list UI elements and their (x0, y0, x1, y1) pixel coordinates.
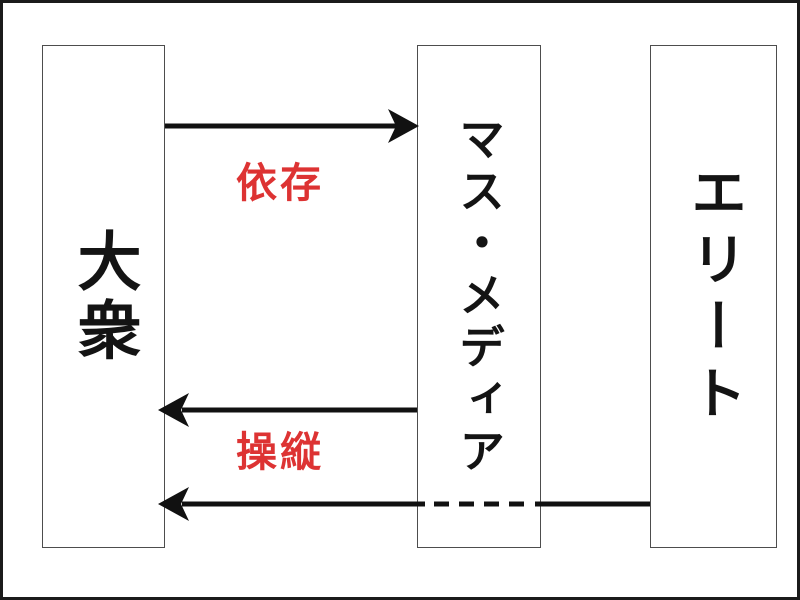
arrow-dependence (165, 109, 419, 143)
box-elite-label: エリート (681, 162, 747, 431)
box-mass-media: マス・メディア (417, 45, 541, 548)
label-manipulation: 操縦 (236, 428, 324, 476)
box-masses: 大衆 (42, 45, 165, 548)
box-masses-label: 大衆 (66, 227, 141, 366)
arrowhead-left-icon (158, 393, 189, 427)
arrow-elite-to-masses (158, 487, 650, 521)
arrowhead-left-icon (158, 487, 189, 521)
box-elite: エリート (650, 45, 777, 548)
box-mass-media-label: マス・メディア (452, 114, 506, 479)
label-dependence: 依存 (236, 159, 324, 207)
arrow-manipulation (158, 393, 417, 427)
arrowhead-right-icon (388, 109, 419, 143)
